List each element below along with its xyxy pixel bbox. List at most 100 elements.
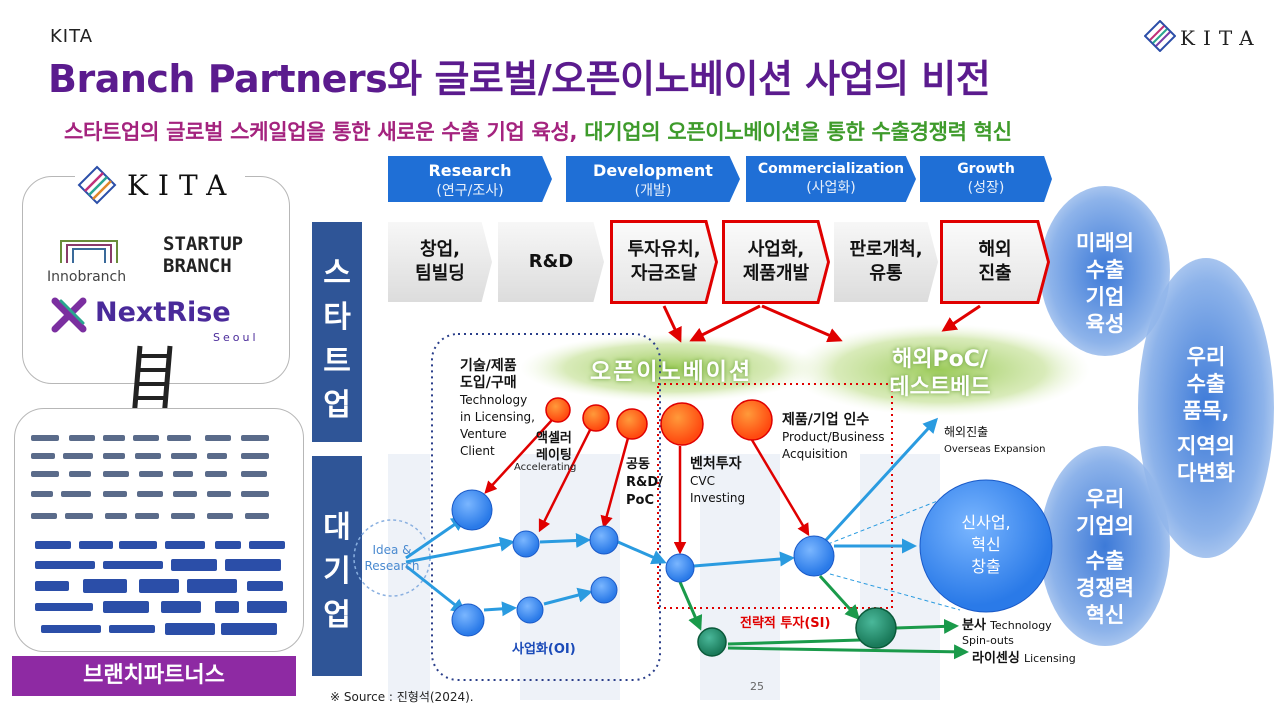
step-overseas-l2: 진출	[978, 263, 1012, 284]
nextrise-sub: Seoul	[213, 331, 259, 344]
kita-small-label: KITA	[50, 26, 94, 47]
idea-l2: Research	[364, 559, 420, 573]
venture-en-2: Investing	[690, 491, 746, 505]
corporate-logo-grid	[31, 435, 287, 635]
kita-logo-left: KITA	[75, 165, 245, 205]
competitiveness-l3: 수출	[1085, 549, 1125, 573]
accelerating-label: 액셀러 레이팅	[536, 430, 572, 464]
nextrise-text: NextRise	[95, 297, 231, 328]
step-investment-l2: 자금조달	[630, 263, 698, 284]
poc-cloud	[790, 324, 1090, 416]
tech-ko-2: 도입/구매	[460, 375, 517, 391]
competitiveness-l2: 기업의	[1076, 514, 1134, 538]
acquisition-flow-node	[793, 535, 835, 577]
step-founding-l1: 창업,	[420, 239, 460, 260]
accelerating-en: Accelerating	[514, 462, 577, 473]
step-founding: 창업, 팀빌딩	[388, 222, 492, 302]
startup-label-text: 스타트업	[323, 256, 351, 423]
open-innovation-label: 오픈이노베이션	[590, 359, 753, 385]
tech-en-3: Venture	[460, 427, 507, 441]
oi-node-2	[516, 596, 544, 624]
brand-partners-bar: 브랜치파트너스	[12, 656, 296, 696]
stage-research-en: Research	[428, 161, 512, 180]
joint-l3: PoC	[626, 493, 654, 508]
new-business-label: 신사업, 혁신 창출	[946, 512, 1026, 578]
competitiveness-l1: 우리	[1085, 487, 1125, 511]
diversify-text: 우리 수출 품목, 지역의 다변화	[1156, 344, 1256, 487]
kita-mark-icon	[77, 165, 117, 205]
oi-node-1	[451, 603, 485, 637]
step-distribution-l1: 판로개척,	[849, 239, 923, 260]
joint-rd-node	[616, 408, 648, 440]
acq-en-1: Product/Business	[782, 430, 885, 444]
stage-commercialization-ko: (사업화)	[806, 180, 856, 196]
tech-ko-1: 기술/제품	[460, 358, 517, 374]
stage-growth: Growth (성장)	[920, 156, 1052, 202]
source-note: ※ Source : 진형석(2024).	[330, 690, 474, 704]
stage-growth-ko: (성장)	[967, 180, 1005, 196]
bg-lane-2	[520, 454, 620, 700]
step-investment-l1: 투자유치,	[627, 239, 701, 260]
venture-flow-node	[665, 553, 695, 583]
step-commercialization-l2: 제품개발	[742, 263, 810, 284]
overseas-label: 해외진출 Overseas Expansion	[944, 424, 1045, 458]
step-rd: R&D	[498, 222, 604, 302]
future-l2: 수출	[1085, 258, 1125, 282]
accelerating-node-2	[582, 404, 610, 432]
startup-branch-logo: STARTUP BRANCH	[163, 233, 244, 277]
future-text: 미래의 수출 기업 육성	[1060, 230, 1150, 338]
startup-side-label: 스타트업	[312, 222, 362, 442]
spinout-en-1: Technology	[990, 619, 1052, 632]
venture-node	[660, 402, 704, 446]
corporate-logo-box	[14, 408, 304, 652]
competitiveness-bubble	[1040, 446, 1170, 646]
stage-commercialization: Commercialization (사업화)	[746, 156, 916, 202]
step-commercialization: 사업화,제품개발	[722, 220, 830, 304]
overseas-en: Overseas Expansion	[944, 444, 1046, 455]
accelerating-node	[545, 397, 571, 423]
kita-logo-text: KITA	[1180, 26, 1262, 50]
stage-growth-en: Growth	[957, 161, 1015, 177]
diversify-l1: 우리	[1186, 345, 1226, 369]
idea-label: Idea & Research	[358, 542, 426, 574]
licensing-en: Licensing	[1023, 652, 1076, 665]
acquisition-node	[731, 399, 773, 441]
step-founding-l2: 팀빌딩	[415, 263, 465, 284]
tech-en-4: Client	[460, 444, 495, 458]
diversify-l2: 수출	[1186, 372, 1226, 396]
joint-l1: 공동	[626, 457, 650, 472]
diversify-l3: 품목,	[1182, 399, 1230, 423]
nextrise-icon	[49, 295, 89, 335]
future-l3: 기업	[1085, 285, 1125, 309]
poc-label: 해외PoC/ 테스트베드	[880, 346, 1000, 402]
stage-development-ko: (개발)	[634, 183, 672, 199]
bg-lane-1	[388, 454, 430, 700]
flow-node-1	[512, 530, 540, 558]
stage-commercialization-en: Commercialization	[757, 161, 905, 177]
page-number: 25	[750, 680, 764, 693]
tech-en-1: Technology	[460, 393, 528, 407]
tech-en-2: in Licensing,	[460, 410, 535, 424]
si-region	[657, 383, 893, 609]
idea-l1: Idea &	[372, 543, 412, 557]
tech-licensing-node	[451, 489, 493, 531]
licensing-ko: 라이센싱	[972, 651, 1020, 666]
competitiveness-l5: 혁신	[1085, 603, 1125, 627]
open-innovation-cloud	[520, 334, 820, 402]
kita-logo-icon	[1143, 19, 1177, 53]
oi-node-3	[590, 576, 618, 604]
tech-licensing-label: 기술/제품 도입/구매 Technology in Licensing, Ven…	[460, 358, 535, 460]
si-label: 전략적 투자(SI)	[740, 616, 831, 631]
page-subtitle: 스타트업의 글로벌 스케일업을 통한 새로운 수출 기업 육성, 대기업의 오픈…	[64, 116, 1012, 146]
innobranch-text: Innobranch	[47, 269, 127, 285]
accel-ko-2: 레이팅	[536, 448, 572, 463]
oi-label: 사업화(OI)	[512, 642, 576, 657]
stage-research: Research (연구/조사)	[388, 156, 552, 202]
venture-en-1: CVC	[690, 474, 715, 488]
new-business-node	[919, 479, 1053, 613]
acq-en-2: Acquisition	[782, 447, 848, 461]
accel-ko-1: 액셀러	[536, 431, 572, 446]
page-title: Branch Partners와 글로벌/오픈이노베이션 사업의 비전	[48, 57, 991, 101]
spinout-node-2	[855, 607, 897, 649]
